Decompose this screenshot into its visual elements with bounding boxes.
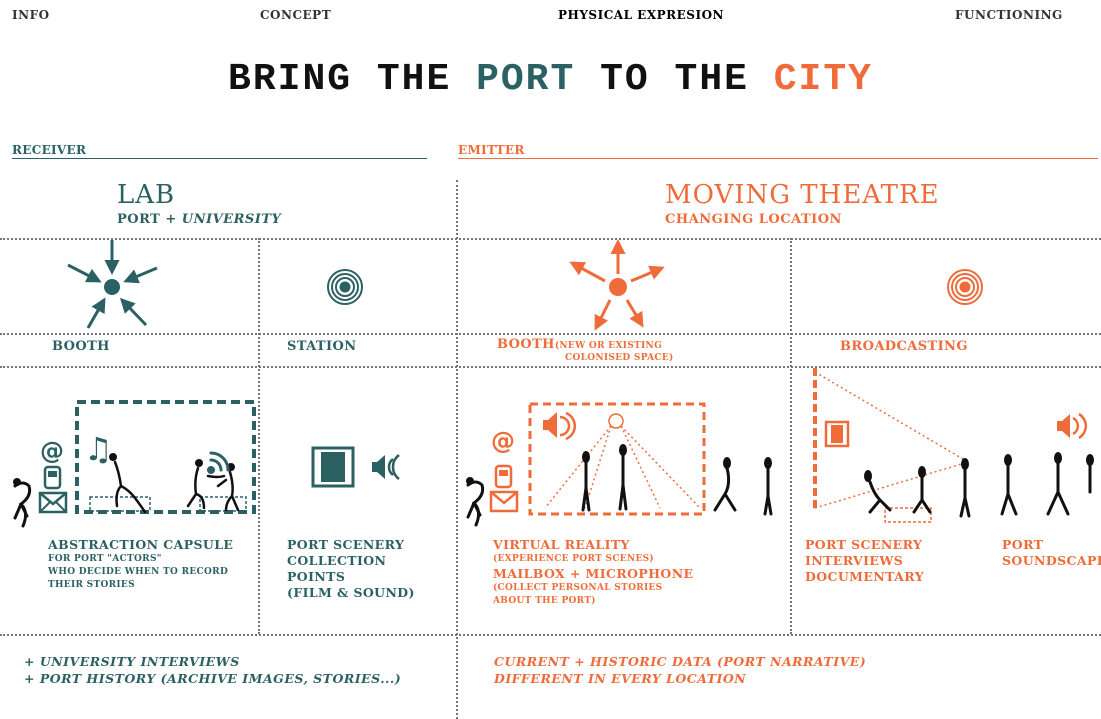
- station-desc-line-2: COLLECTION: [287, 553, 387, 568]
- emitter-rule: [458, 158, 1098, 159]
- vr-note: (EXPERIENCE PORT SCENES): [493, 554, 654, 564]
- vr-title: VIRTUAL REALITY: [493, 537, 630, 552]
- lab-sub-plain: PORT +: [117, 212, 182, 227]
- nav-physical-expresion[interactable]: PHYSICAL EXPRESION: [558, 8, 724, 22]
- receiver-footer: + UNIVERSITY INTERVIEWS + PORT HISTORY (…: [24, 653, 401, 687]
- nav-concept[interactable]: CONCEPT: [260, 8, 332, 22]
- emitter-label: EMITTER: [458, 143, 525, 157]
- nav-functioning[interactable]: FUNCTIONING: [955, 8, 1063, 22]
- broadcasting-desc-line-3: DOCUMENTARY: [805, 569, 925, 584]
- station-concentric-circles-icon: [327, 269, 363, 305]
- emitter-booth-label-main: BOOTH: [497, 337, 555, 352]
- outward-arrows-dot-icon: [569, 239, 665, 331]
- emitter-booth-description: VIRTUAL REALITY (EXPERIENCE PORT SCENES)…: [493, 537, 693, 608]
- soundscape-line-1: PORT: [1002, 537, 1044, 552]
- abstraction-capsule-illustration: [13, 400, 256, 528]
- moving-theatre-heading: MOVING THEATRE: [665, 180, 940, 210]
- title-city: CITY: [773, 58, 873, 101]
- divider-labels: [0, 366, 1101, 368]
- booth-label: BOOTH: [52, 339, 110, 354]
- music-note-icon: ♫: [84, 430, 113, 468]
- emitter-booth-note-2: COLONISED SPACE): [565, 353, 674, 363]
- nav-info[interactable]: INFO: [12, 8, 50, 22]
- broadcasting-desc-line-1: PORT SCENERY: [805, 537, 923, 552]
- title-part1: BRING THE: [228, 58, 477, 101]
- divider-emitter-vertical: [790, 238, 792, 634]
- emitter-booth-note-1: (NEW OR EXISTING: [554, 341, 663, 351]
- receiver-footer-line-1: + UNIVERSITY INTERVIEWS: [24, 654, 240, 669]
- soundscape-description: PORT SOUNDSCAPE: [1002, 537, 1101, 569]
- divider-receiver-vertical: [258, 238, 260, 634]
- station-desc-line-4: (FILM & SOUND): [287, 585, 415, 600]
- virtual-reality-booth-illustration: [466, 402, 773, 527]
- emitter-footer: CURRENT + HISTORIC DATA (PORT NARRATIVE)…: [494, 653, 866, 687]
- emitter-footer-line-2: DIFFERENT IN EVERY LOCATION: [494, 671, 747, 686]
- booth-desc-line-1: FOR PORT "ACTORS": [48, 554, 162, 564]
- at-icon: @: [40, 437, 64, 465]
- lab-sub-italic: UNIVERSITY: [181, 212, 282, 227]
- divider-top: [0, 238, 1101, 240]
- receiver-footer-line-2: + PORT HISTORY (ARCHIVE IMAGES, STORIES.…: [24, 671, 402, 686]
- booth-desc-line-2: WHO DECIDE WHEN TO RECORD: [48, 567, 229, 577]
- divider-bottom: [0, 634, 1101, 636]
- booth-description: ABSTRACTION CAPSULE FOR PORT "ACTORS" WH…: [48, 537, 233, 592]
- broadcasting-illustration: [813, 368, 1094, 523]
- broadcasting-description: PORT SCENERY INTERVIEWS DOCUMENTARY: [805, 537, 924, 585]
- broadcasting-desc-line-2: INTERVIEWS: [805, 553, 904, 568]
- receiver-label: RECEIVER: [12, 143, 87, 157]
- divider-icons: [0, 333, 1101, 335]
- station-desc-line-3: POINTS: [287, 569, 346, 584]
- soundscape-line-2: SOUNDSCAPE: [1002, 553, 1101, 568]
- title-part2: TO THE: [575, 58, 774, 101]
- emitter-booth-label: BOOTH(NEW OR EXISTING: [497, 337, 662, 352]
- mailbox-note-2: ABOUT THE PORT): [493, 596, 596, 606]
- page-title: BRING THE PORT TO THE CITY: [0, 58, 1101, 101]
- emitter-footer-line-1: CURRENT + HISTORIC DATA (PORT NARRATIVE): [494, 654, 867, 669]
- title-port: PORT: [476, 58, 576, 101]
- mailbox-title: MAILBOX + MICROPHONE: [493, 566, 694, 581]
- station-desc-line-1: PORT SCENERY: [287, 537, 405, 552]
- at-icon-emitter: @: [491, 427, 515, 455]
- inward-arrows-dot-icon: [67, 240, 158, 329]
- booth-desc-title: ABSTRACTION CAPSULE: [48, 537, 234, 552]
- receiver-rule: [12, 158, 427, 159]
- station-description: PORT SCENERY COLLECTION POINTS (FILM & S…: [287, 537, 415, 601]
- lab-heading: LAB: [117, 180, 176, 210]
- moving-theatre-subheading: CHANGING LOCATION: [665, 212, 842, 227]
- lab-subheading: PORT + UNIVERSITY: [117, 212, 281, 227]
- booth-desc-line-3: THEIR STORIES: [48, 580, 135, 590]
- station-label: STATION: [287, 339, 357, 354]
- broadcasting-label: BROADCASTING: [840, 339, 968, 354]
- station-film-sound-illustration: [311, 446, 400, 488]
- divider-main-vertical: [456, 180, 458, 719]
- mailbox-note-1: (COLLECT PERSONAL STORIES: [493, 583, 663, 593]
- broadcasting-concentric-circles-icon: [947, 269, 983, 305]
